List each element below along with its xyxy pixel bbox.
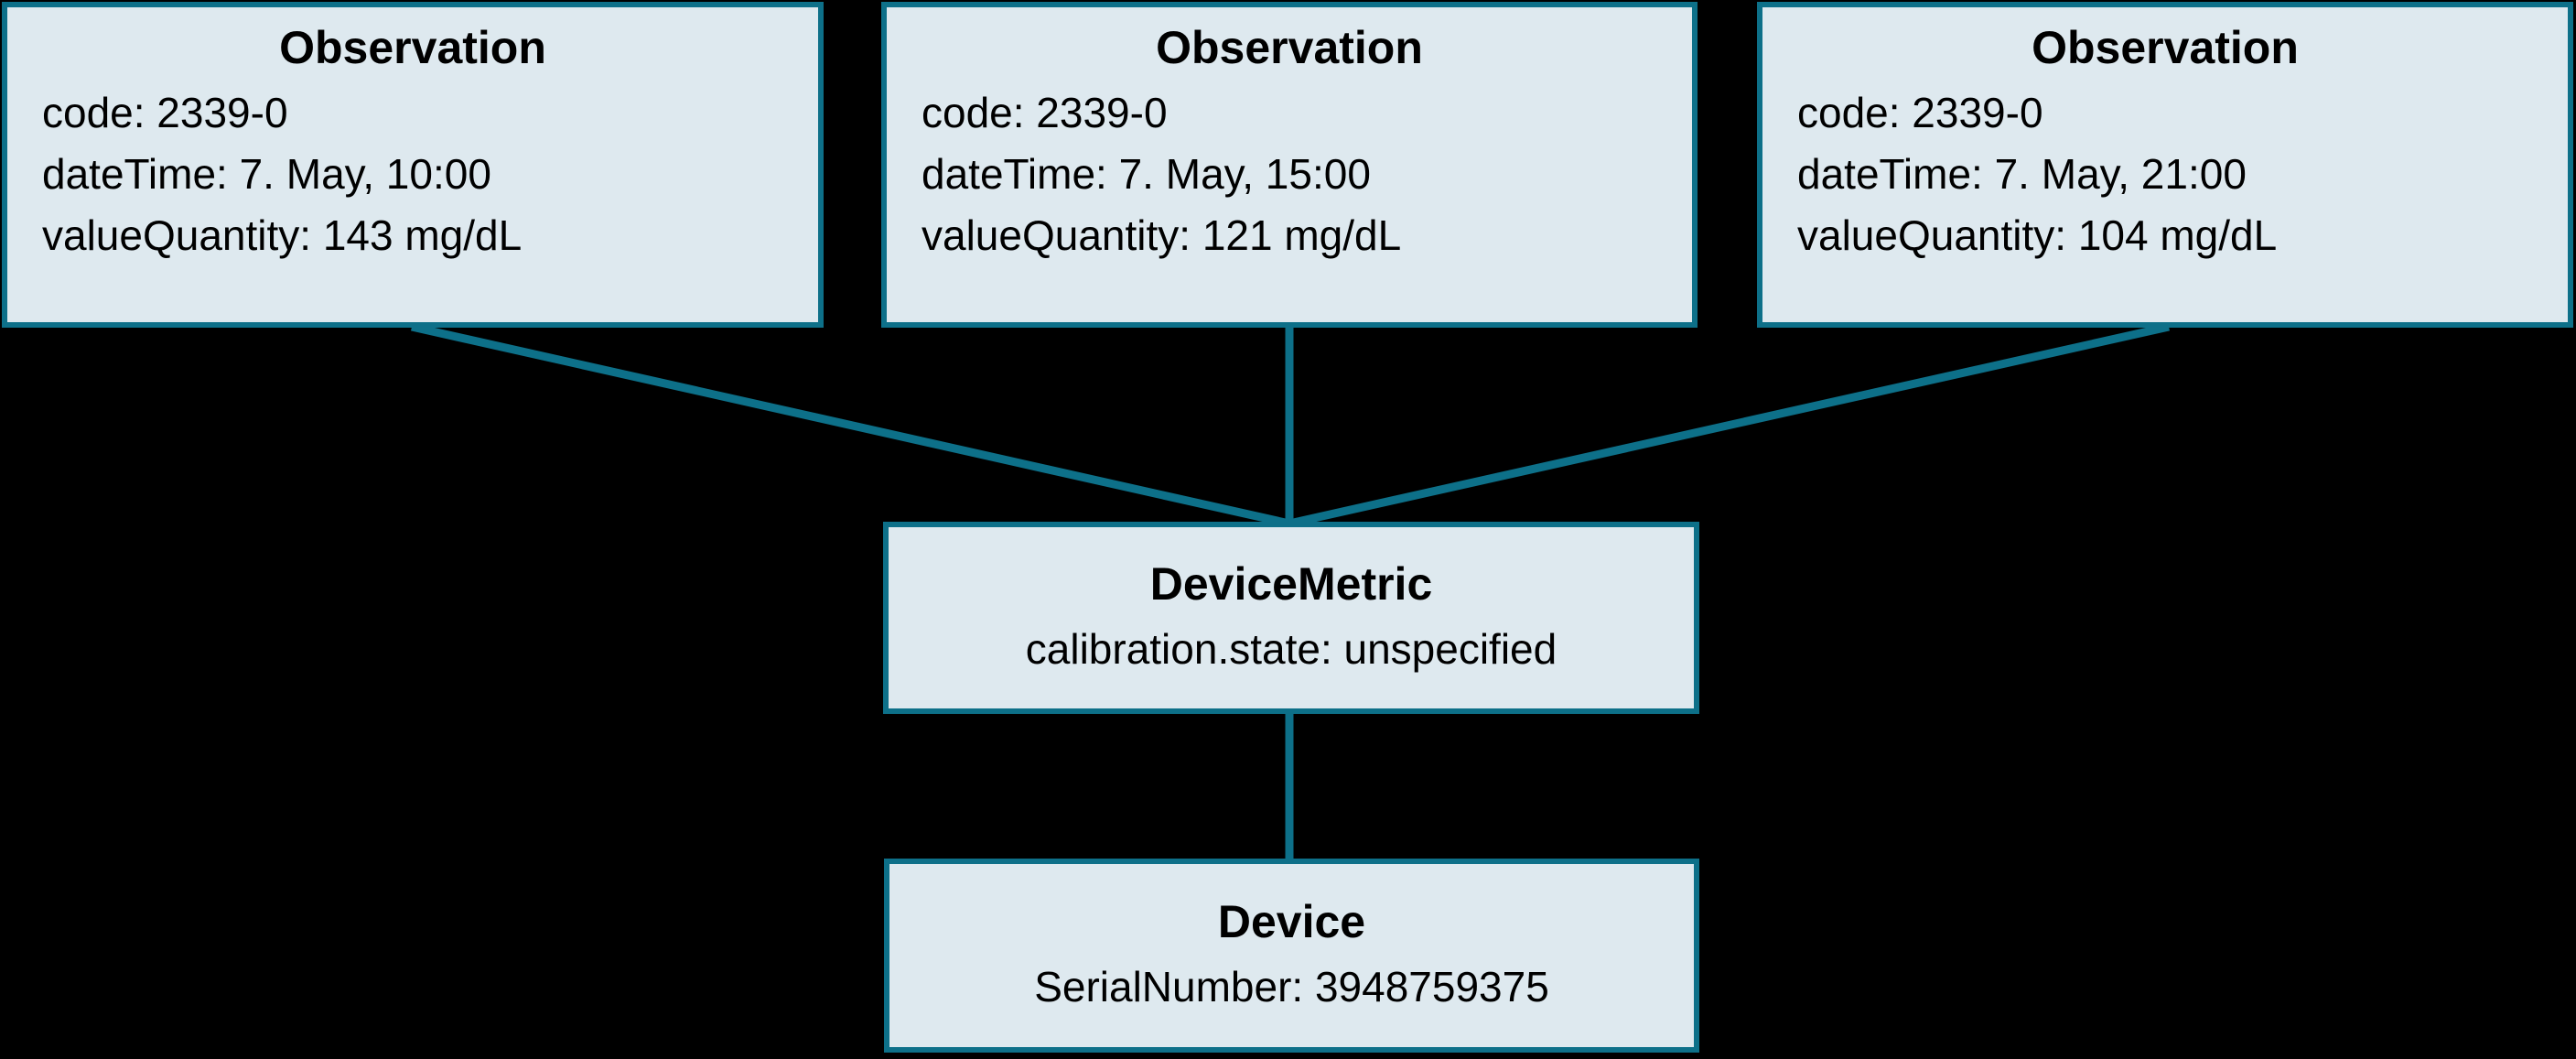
node-title-observation-2: Observation (1156, 22, 1423, 73)
node-attr-device-serialnumber: SerialNumber: 3948759375 (1034, 963, 1549, 1011)
node-attr-observation-2-code: code: 2339-0 (922, 89, 1168, 136)
node-attr-observation-2-datetime: dateTime: 7. May, 15:00 (922, 149, 1371, 198)
node-attr-observation-1-code: code: 2339-0 (42, 89, 288, 136)
node-attr-device-metric-calibration-state: calibration.state: unspecified (1025, 625, 1557, 674)
node-device[interactable]: Device SerialNumber: 3948759375 (884, 859, 1699, 1053)
node-title-observation-3: Observation (2032, 22, 2299, 73)
node-device-metric[interactable]: DeviceMetric calibration.state: unspecif… (883, 522, 1699, 714)
node-attr-observation-1-valuequantity: valueQuantity: 143 mg/dL (42, 211, 523, 259)
node-attr-observation-3-datetime: dateTime: 7. May, 21:00 (1797, 149, 2247, 198)
node-attr-observation-3-valuequantity: valueQuantity: 104 mg/dL (1797, 211, 2278, 259)
node-title-device: Device (1217, 896, 1366, 948)
node-title-observation-1: Observation (279, 22, 546, 73)
node-title-device-metric: DeviceMetric (1149, 558, 1433, 611)
node-attr-observation-2-valuequantity: valueQuantity: 121 mg/dL (922, 211, 1402, 259)
node-observation-1[interactable]: Observation code: 2339-0 dateTime: 7. Ma… (2, 2, 824, 328)
node-observation-2[interactable]: Observation code: 2339-0 dateTime: 7. Ma… (881, 2, 1698, 328)
node-attr-observation-3-code: code: 2339-0 (1797, 89, 2043, 136)
node-observation-3[interactable]: Observation code: 2339-0 dateTime: 7. Ma… (1757, 2, 2573, 328)
connector-observation-1-to-device-metric (411, 322, 1290, 528)
node-attr-observation-1-datetime: dateTime: 7. May, 10:00 (42, 149, 491, 198)
connector-observation-3-to-device-metric (1288, 322, 2170, 528)
